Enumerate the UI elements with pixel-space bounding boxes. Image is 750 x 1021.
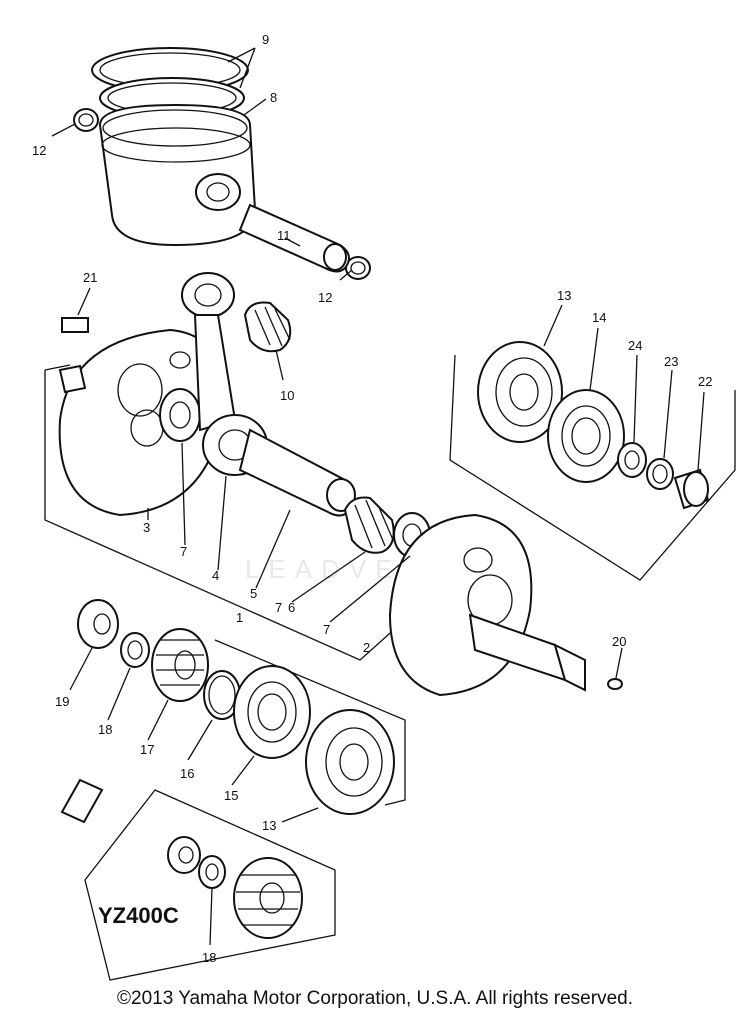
washer-24 [617, 442, 647, 478]
callout-17: 17 [140, 742, 154, 757]
callout-13-left: 13 [262, 818, 276, 833]
forward-arrow-icon [60, 778, 104, 824]
small-end-bearing [243, 301, 292, 353]
right-oil-seal [547, 389, 625, 483]
callout-5: 5 [250, 586, 257, 601]
left-gear-outline [214, 639, 406, 806]
left-main-bearing [305, 709, 395, 815]
callout-22: 22 [698, 374, 712, 389]
callout-13-right: 13 [557, 288, 571, 303]
callout-7-mid: 7 [275, 600, 282, 615]
callout-20: 20 [612, 634, 626, 649]
big-end-bearing [343, 496, 395, 554]
thrust-washer-left [159, 388, 201, 442]
callout-7-right: 7 [323, 622, 330, 637]
right-main-bearing [477, 341, 563, 443]
washer-18 [120, 632, 150, 668]
lock-washer [607, 678, 623, 690]
callout-12-right: 12 [318, 290, 332, 305]
callout-9: 9 [262, 32, 269, 47]
callout-7-left: 7 [180, 544, 187, 559]
callout-18-inset: 18 [202, 950, 216, 965]
model-label: YZ400C [98, 903, 179, 928]
leader-lines [51, 47, 705, 946]
piston-pin [238, 203, 350, 273]
left-oil-seal [233, 665, 311, 759]
right-crank-wheel [388, 513, 586, 697]
callout-24: 24 [628, 338, 642, 353]
callout-6: 6 [288, 600, 295, 615]
callout-3: 3 [143, 520, 150, 535]
nut-19 [77, 599, 119, 649]
inset-gear [233, 857, 303, 939]
callout-14: 14 [592, 310, 606, 325]
yz400c-inset-outline [84, 789, 336, 981]
inset-washer [198, 855, 226, 889]
copyright-notice: ©2013 Yamaha Motor Corporation, U.S.A. A… [117, 988, 633, 1009]
callout-19: 19 [55, 694, 69, 709]
inset-nut [167, 836, 201, 874]
right-bearing-outline [449, 354, 736, 581]
piston [98, 103, 257, 247]
callout-labels: 1 2 3 4 5 6 7 7 7 8 9 10 11 12 12 13 13 … [32, 32, 712, 965]
piston-pin-clip-left [73, 108, 99, 132]
woodruff-key [61, 317, 89, 333]
callout-21: 21 [83, 270, 97, 285]
collar-22 [673, 468, 710, 510]
callout-11: 11 [277, 228, 291, 243]
callout-15: 15 [224, 788, 238, 803]
circlip-23 [646, 458, 674, 490]
callout-1: 1 [236, 610, 243, 625]
callout-2: 2 [363, 640, 370, 655]
callout-4: 4 [212, 568, 219, 583]
callout-23: 23 [664, 354, 678, 369]
crank-pin [238, 428, 356, 517]
primary-drive-gear [151, 628, 209, 702]
callout-16: 16 [180, 766, 194, 781]
callout-12-left: 12 [32, 143, 46, 158]
callout-10: 10 [280, 388, 294, 403]
callout-8: 8 [270, 90, 277, 105]
callout-18: 18 [98, 722, 112, 737]
